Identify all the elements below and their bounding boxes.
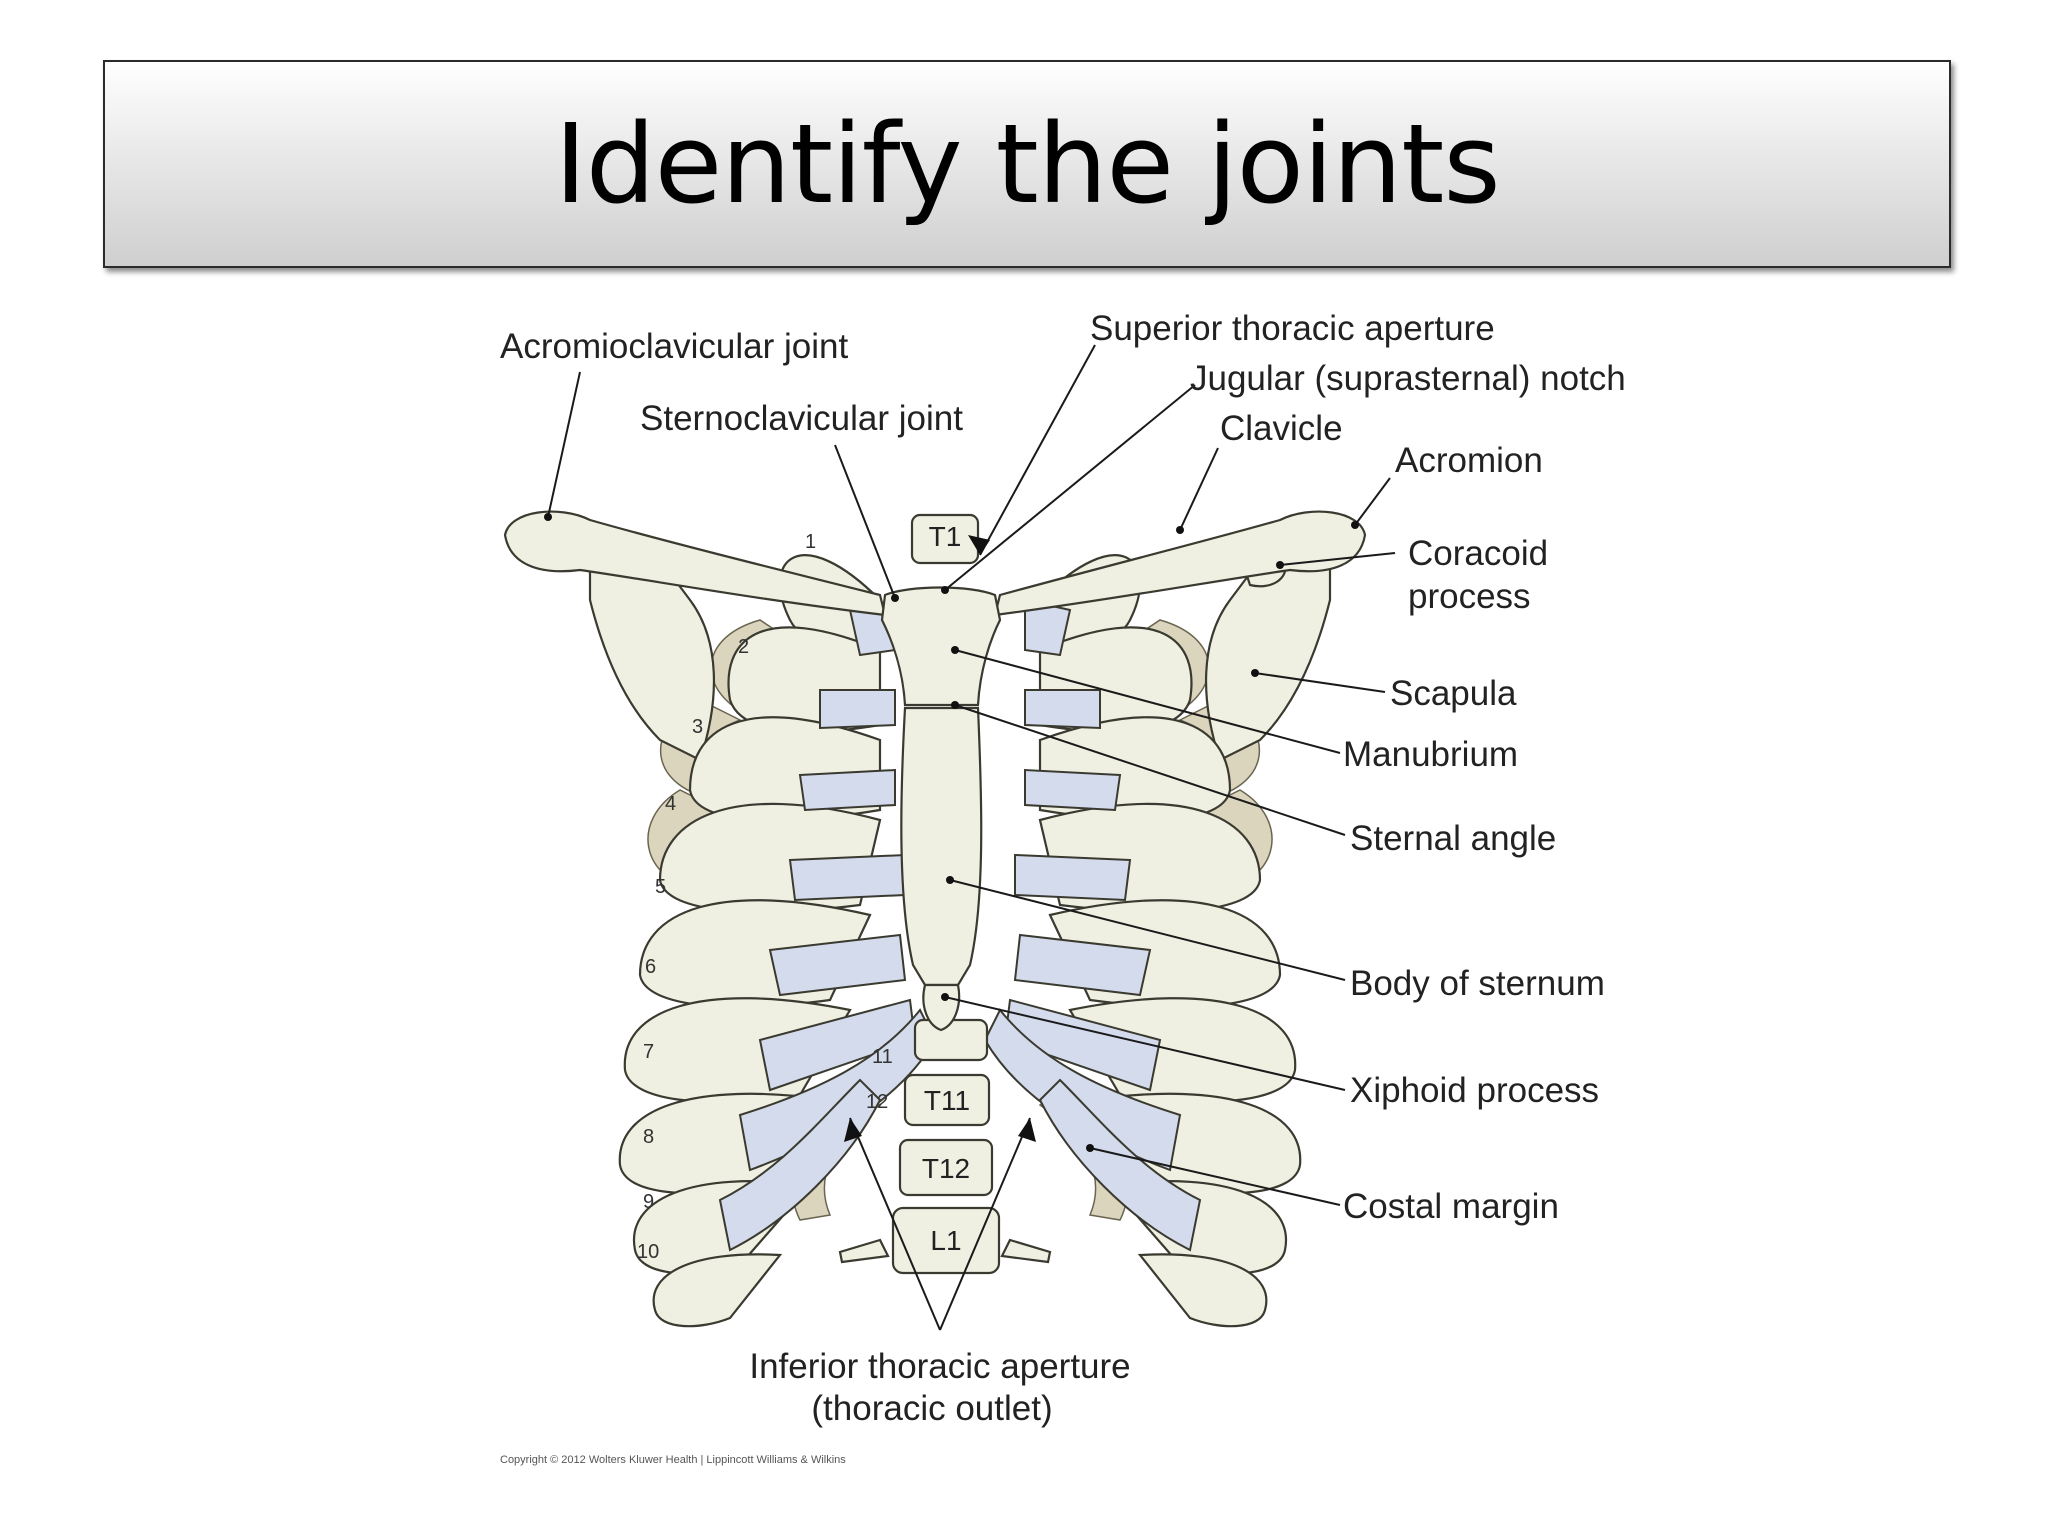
sternum bbox=[880, 586, 1002, 1032]
vertebra-label-t11: T11 bbox=[924, 1085, 970, 1116]
vertebral-column bbox=[838, 513, 1052, 1275]
label-clavicle: Clavicle bbox=[1220, 409, 1343, 448]
rib-number: 3 bbox=[692, 716, 703, 738]
vertebra-t11-body bbox=[903, 1073, 991, 1127]
copyright-text: Copyright © 2012 Wolters Kluwer Health |… bbox=[500, 1454, 846, 1466]
rib-number: 6 bbox=[645, 956, 656, 978]
label-sternal-angle: Sternal angle bbox=[1350, 819, 1556, 858]
label-sternoclavicular-joint: Sternoclavicular joint bbox=[640, 399, 963, 438]
label-superior-thoracic-aperture: Superior thoracic aperture bbox=[1090, 309, 1495, 348]
label-jugular-notch: Jugular (suprasternal) notch bbox=[1190, 359, 1626, 398]
diagram-labels: Acromioclavicular joint Sternoclavicular… bbox=[500, 309, 1626, 1466]
label-acromioclavicular-joint: Acromioclavicular joint bbox=[500, 327, 848, 366]
slide-title: Identify the joints bbox=[554, 100, 1500, 228]
rib-number: 4 bbox=[665, 793, 676, 815]
label-coracoid-process-line2: process bbox=[1408, 577, 1531, 616]
label-manubrium: Manubrium bbox=[1343, 735, 1518, 774]
vertebra-label-t1: T1 bbox=[929, 521, 962, 552]
label-xiphoid-process: Xiphoid process bbox=[1350, 1071, 1599, 1110]
slide-title-box: Identify the joints bbox=[103, 60, 1951, 268]
rib-number: 1 bbox=[805, 531, 816, 553]
label-costal-margin: Costal margin bbox=[1343, 1187, 1559, 1226]
rib-number: 10 bbox=[637, 1241, 659, 1263]
rib-number: 11 bbox=[872, 1046, 893, 1068]
label-coracoid-process-line1: Coracoid bbox=[1408, 534, 1548, 573]
label-inferior-thoracic-aperture-line1: Inferior thoracic aperture bbox=[749, 1347, 1130, 1386]
rib-number: 8 bbox=[643, 1126, 654, 1148]
label-scapula: Scapula bbox=[1390, 674, 1517, 713]
rib-number: 7 bbox=[643, 1041, 654, 1063]
vertebra-label-t12: T12 bbox=[922, 1153, 970, 1184]
rib-number: 5 bbox=[655, 876, 666, 898]
manubrium-shape bbox=[880, 586, 1002, 707]
leader-lines bbox=[544, 344, 1396, 1331]
label-inferior-thoracic-aperture-line2: (thoracic outlet) bbox=[811, 1389, 1052, 1428]
sternum-body-shape bbox=[900, 706, 983, 987]
label-body-of-sternum: Body of sternum bbox=[1350, 964, 1605, 1003]
rib-number: 9 bbox=[643, 1191, 654, 1213]
rib-number: 12 bbox=[866, 1091, 888, 1113]
xiphoid-shape bbox=[922, 983, 961, 1032]
costal-cartilages bbox=[718, 598, 1202, 1252]
rib-numbers: 1 2 3 4 5 6 7 8 9 10 11 12 bbox=[637, 531, 893, 1263]
label-acromion: Acromion bbox=[1395, 441, 1543, 480]
rib-number: 2 bbox=[738, 636, 749, 658]
vertebra-label-l1: L1 bbox=[930, 1225, 961, 1256]
